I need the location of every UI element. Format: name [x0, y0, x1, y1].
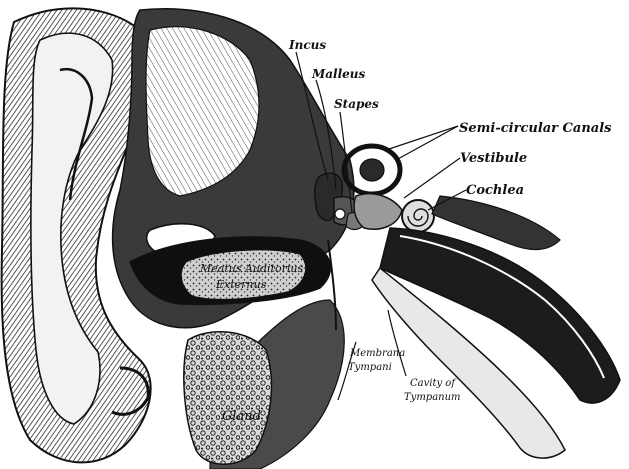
- meatus-label-line1: Meatus Auditorius: [199, 262, 303, 275]
- stapes-label: Stapes: [334, 97, 379, 111]
- gland-label: Gland: [222, 409, 261, 424]
- gland: Gland: [184, 332, 272, 465]
- cavity-label-line2: Tympanum: [404, 392, 461, 403]
- membrana-tympani-label-line1: Membrana: [349, 348, 405, 359]
- cochlea-label: Cochlea: [466, 183, 524, 198]
- cochlea-shape: [402, 200, 434, 232]
- inner-ear: [344, 146, 434, 232]
- eustachian-tube: [372, 196, 620, 458]
- vestibule-shape: [354, 194, 402, 230]
- semicircular-canals-label: Semi-circular Canals: [459, 121, 612, 136]
- vestibule-label: Vestibule: [460, 151, 527, 166]
- membrana-tympani-label-line2: Tympani: [348, 362, 392, 373]
- meatus-label-line2: Externus: [215, 278, 267, 291]
- incus-label: Incus: [288, 38, 326, 52]
- malleus-label: Malleus: [311, 67, 366, 81]
- cavity-label-line1: Cavity of: [410, 378, 457, 389]
